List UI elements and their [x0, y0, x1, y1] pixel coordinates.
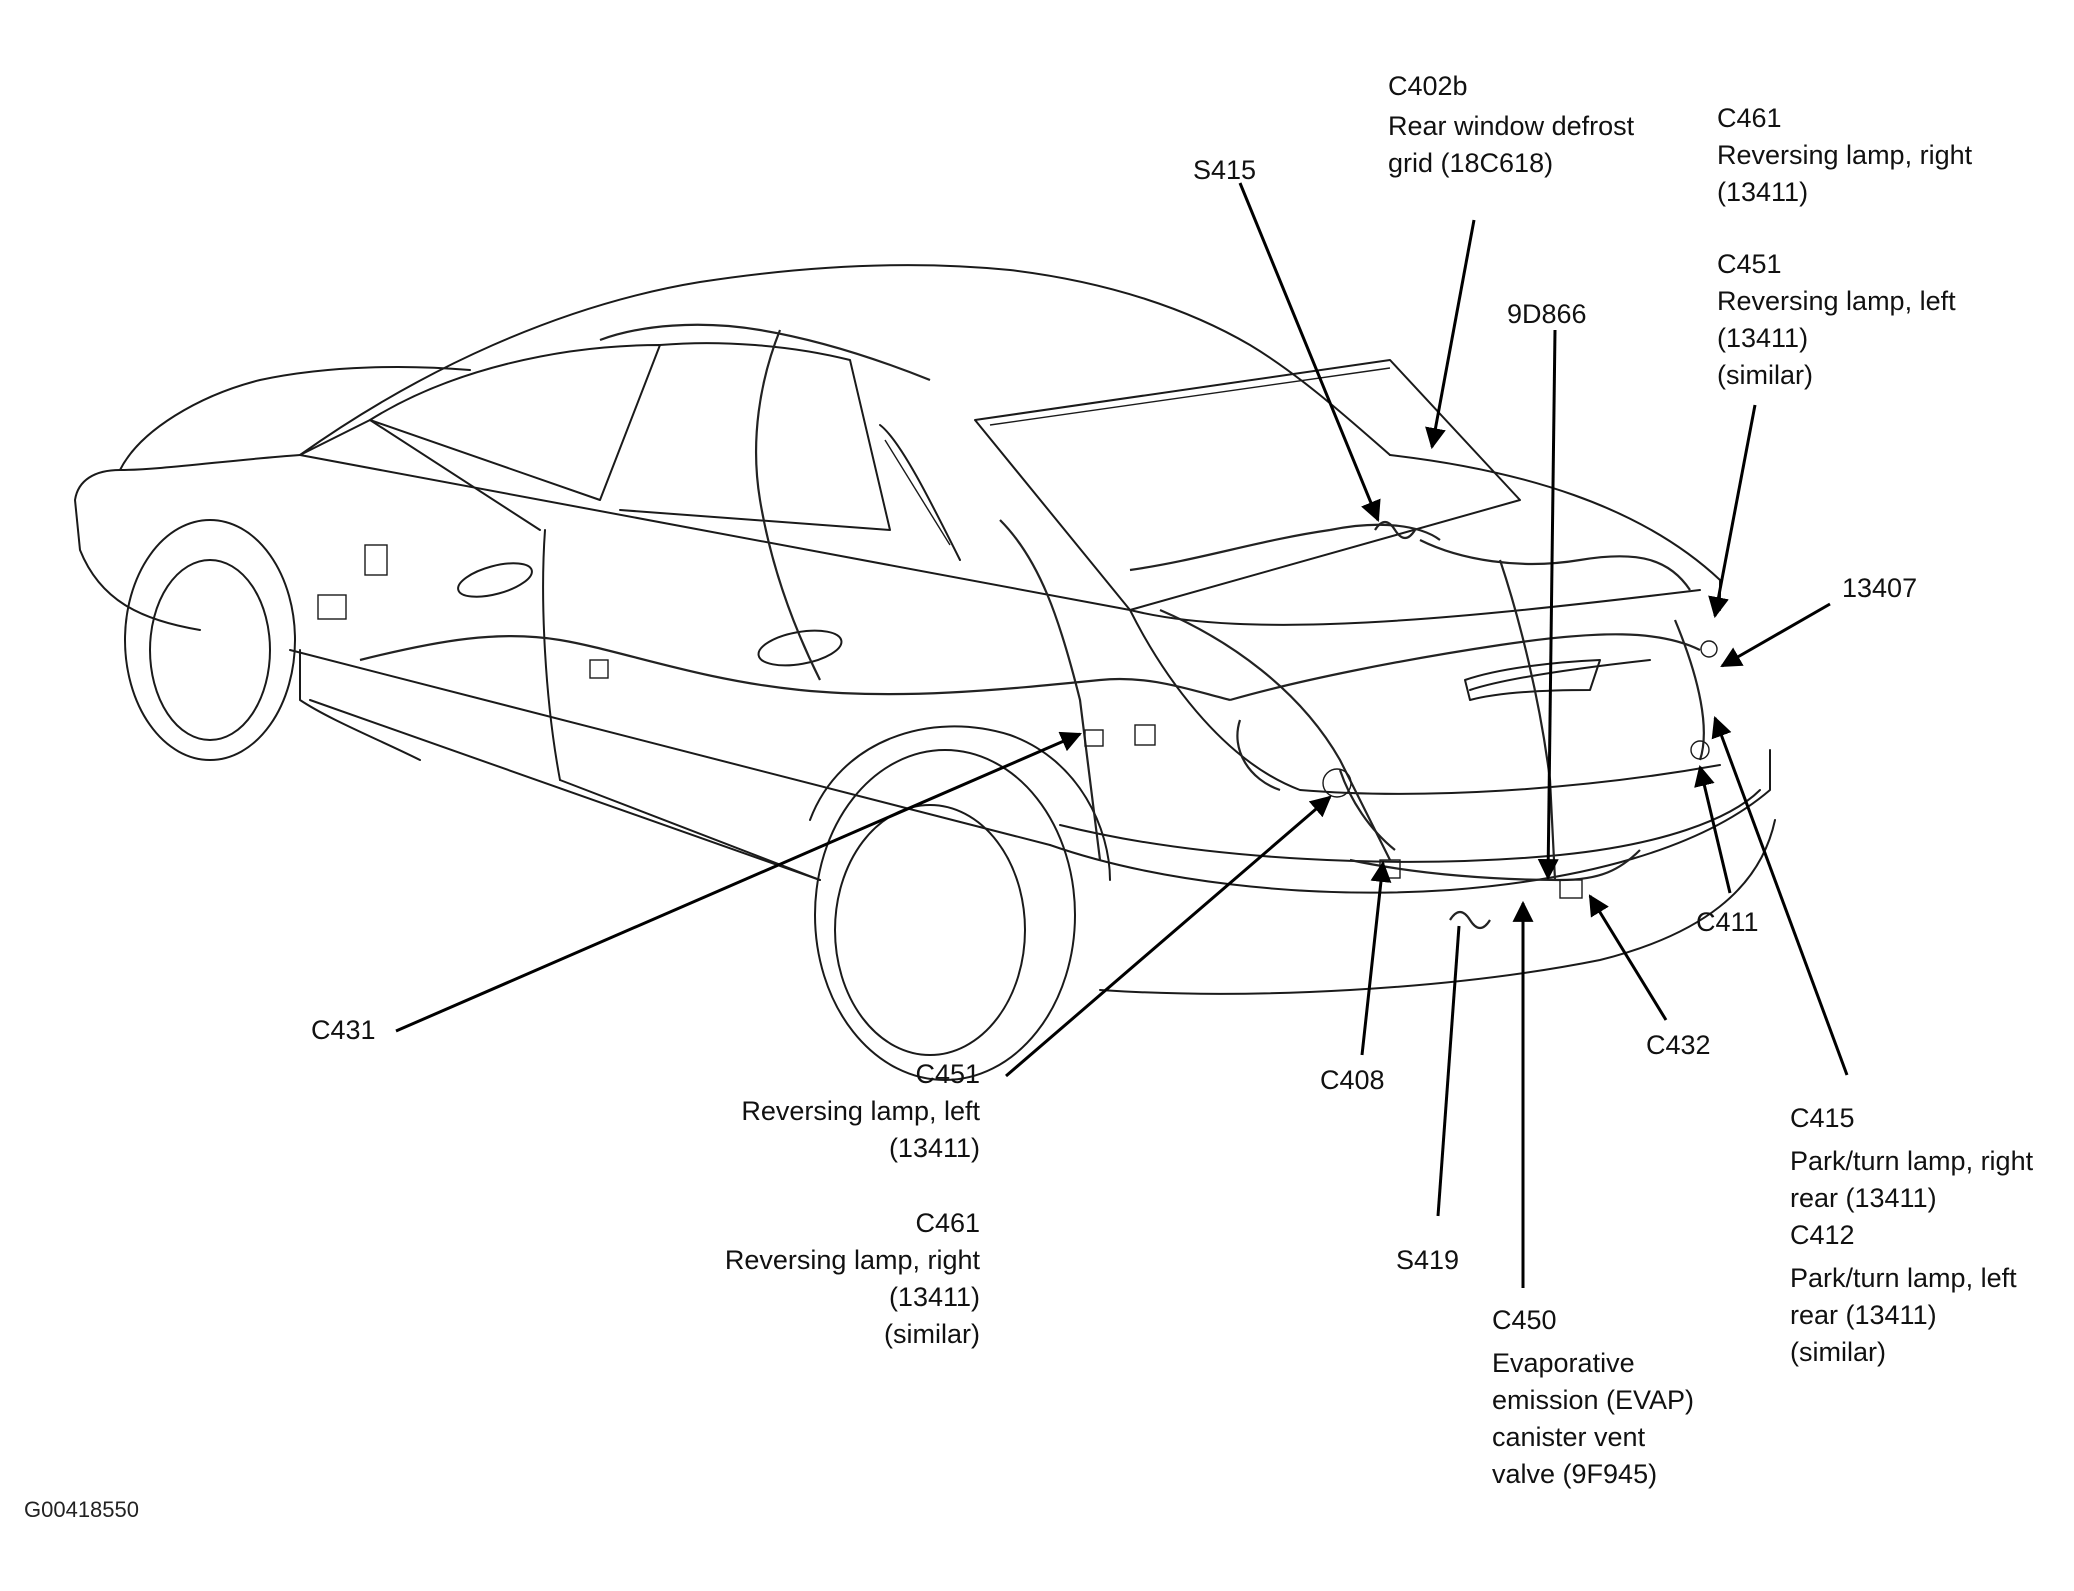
label-c461-top-line1: Reversing lamp, right: [1717, 140, 1973, 170]
label-9d866: 9D866: [1507, 296, 1587, 333]
label-c451-top: C451 Reversing lamp, left (13411) (simil…: [1717, 246, 1956, 394]
label-c432-id: C432: [1646, 1030, 1711, 1060]
label-c450-line3: canister vent: [1492, 1422, 1646, 1452]
label-c415-c412: C415 Park/turn lamp, right rear (13411) …: [1790, 1100, 2033, 1371]
label-s419-id: S419: [1396, 1245, 1460, 1275]
label-c451-left-line2: (13411): [888, 1133, 980, 1163]
label-c461-top-id: C461: [1717, 103, 1782, 133]
label-c415-line1: Park/turn lamp, right: [1790, 1146, 2034, 1176]
label-c402b: C402b Rear window defrost grid (18C618): [1388, 68, 1634, 182]
label-s419: S419: [1396, 1242, 1459, 1279]
label-c402b-line2: grid (18C618): [1388, 148, 1554, 178]
label-13407-id: 13407: [1842, 573, 1918, 603]
label-c451-left-line1: Reversing lamp, left: [741, 1096, 980, 1126]
label-c411-id: C411: [1696, 907, 1759, 937]
label-c408: C408: [1320, 1062, 1385, 1099]
label-c412-line1: Park/turn lamp, left: [1790, 1263, 2017, 1293]
label-s415: S415: [1193, 152, 1256, 189]
label-9d866-id: 9D866: [1507, 299, 1587, 329]
label-c402b-line1: Rear window defrost: [1388, 111, 1635, 141]
label-c461-left: C461 Reversing lamp, right (13411) (simi…: [725, 1205, 980, 1353]
label-c450-line4: valve (9F945): [1492, 1459, 1658, 1489]
label-c450-line2: emission (EVAP): [1492, 1385, 1695, 1415]
label-c461-left-line1: Reversing lamp, right: [724, 1245, 980, 1275]
label-c461-top: C461 Reversing lamp, right (13411): [1717, 100, 1972, 211]
label-c450-id: C450: [1492, 1305, 1557, 1335]
label-s415-id: S415: [1193, 155, 1257, 185]
label-c451-top-line1: Reversing lamp, left: [1717, 286, 1956, 316]
label-c451-top-line2: (13411): [1717, 323, 1809, 353]
label-c450: C450 Evaporative emission (EVAP) caniste…: [1492, 1302, 1694, 1493]
label-c402b-id: C402b: [1388, 71, 1468, 101]
figure-code: G00418550: [24, 1497, 139, 1522]
label-c461-left-id: C461: [915, 1208, 980, 1238]
label-c432: C432: [1646, 1027, 1711, 1064]
wiring-harness: [317, 323, 1718, 930]
label-13407: 13407: [1842, 570, 1917, 607]
label-c412-id: C412: [1790, 1220, 1855, 1250]
label-c411: C411: [1696, 904, 1759, 941]
label-c451-top-line3: (similar): [1717, 360, 1813, 390]
label-c461-left-line3: (similar): [884, 1319, 980, 1349]
label-c461-top-line2: (13411): [1717, 177, 1809, 207]
car-body: [74, 264, 1776, 1081]
label-c431-id: C431: [311, 1015, 376, 1045]
label-c461-left-line2: (13411): [888, 1282, 980, 1312]
label-c412-line2: rear (13411): [1790, 1300, 1937, 1330]
label-c450-line1: Evaporative: [1492, 1348, 1635, 1378]
label-c451-left: C451 Reversing lamp, left (13411): [741, 1056, 980, 1167]
label-c408-id: C408: [1320, 1065, 1385, 1095]
label-c451-top-id: C451: [1717, 249, 1782, 279]
label-c451-left-id: C451: [915, 1059, 980, 1089]
label-c431: C431: [311, 1012, 376, 1049]
leader-lines: [395, 182, 1849, 1288]
label-c412-line3: (similar): [1790, 1337, 1886, 1367]
label-c415-line2: rear (13411): [1790, 1183, 1937, 1213]
label-c415-id: C415: [1790, 1103, 1855, 1133]
